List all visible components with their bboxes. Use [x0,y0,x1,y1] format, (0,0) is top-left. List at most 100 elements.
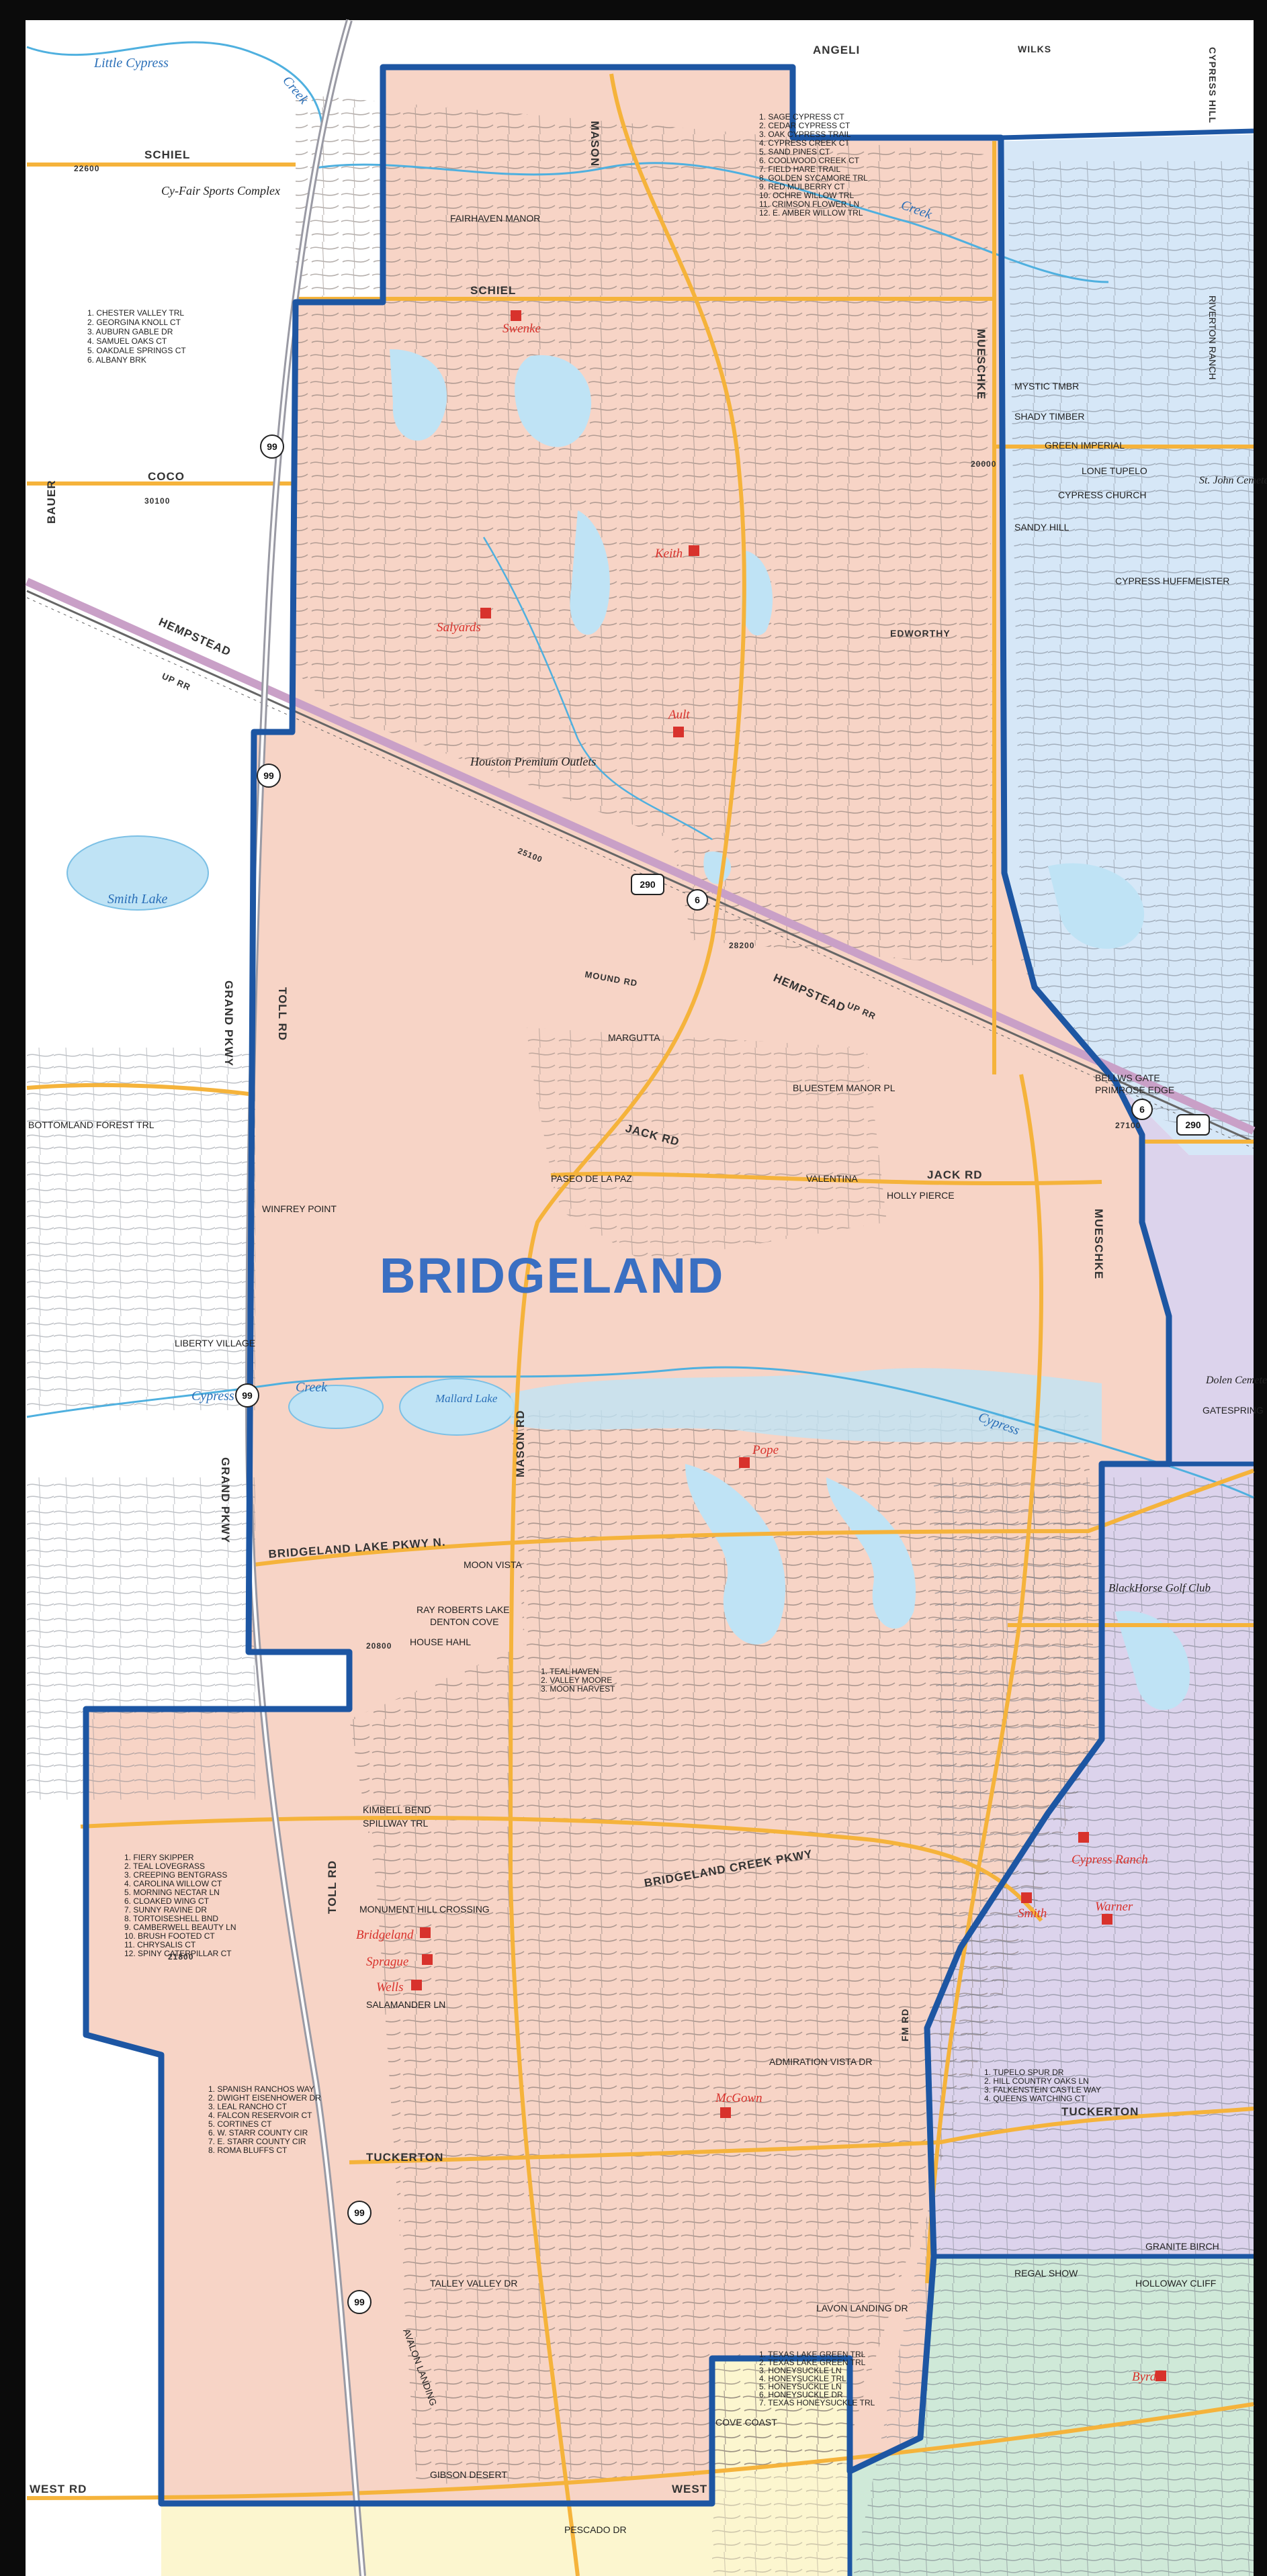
place-spillway: SPILLWAY TRL [363,1818,428,1829]
little-cypress-label: Little Cypress [93,56,169,71]
list-nw: 1. CHESTER VALLEY TRL 2. GEORGINA KNOLL … [87,308,188,365]
mallard-lake [399,1378,515,1436]
place-house-hahl: HOUSE HAHL [410,1637,471,1647]
street-lists: 1. CHESTER VALLEY TRL 2. GEORGINA KNOLL … [87,112,1101,2407]
list-sw: 1. FIERY SKIPPER 2. TEAL LOVEGRASS 3. CR… [124,1853,238,1958]
place-monument: MONUMENT HILL CROSSING [359,1904,490,1915]
east-zone-boundary [1000,128,1254,140]
shield-290-a: 290 [631,874,664,895]
us-290-highway [25,578,1256,1135]
svg-text:McGown: McGown [715,2091,762,2105]
place-gibson: GIBSON DESERT [430,2469,507,2480]
school-sprague: Sprague [366,1954,433,1969]
school-byrd: Byrd [1132,2370,1166,2384]
street-grid-central [524,1027,887,1262]
cypress-creek-label-w: Cypress [191,1389,234,1404]
major-roads [26,73,1254,2576]
place-labels: Cy-Fair Sports Complex Houston Premium O… [28,184,1267,2535]
school-labels: Swenke Keith Salyards Ault Pope Bridgela… [356,310,1166,2384]
route-shields: 99 99 99 99 99 290 290 6 6 [235,434,1210,2314]
place-primrose: PRIMROSE EDGE [1095,1085,1174,1095]
shield-99-a: 99 [260,434,284,459]
road-tuckerton-e: TUCKERTON [1061,2105,1139,2118]
road-mason-s: MASON RD [514,1410,527,1477]
svg-text:99: 99 [354,2297,365,2307]
school-bridgeland-hs: Bridgeland [356,1927,431,1942]
road-wilks: WILKS [1018,44,1051,54]
smith-lake-label: Smith Lake [107,892,168,907]
place-salamander: SALAMANDER LN [366,1999,445,2010]
place-bluestem: BLUESTEM MANOR PL [793,1083,895,1093]
road-cypress-hill: CYPRESS HILL [1207,47,1218,124]
road-grand-pkwy: GRAND PKWY [222,980,235,1066]
place-winfrey: WINFREY POINT [262,1203,337,1214]
st-john-label: St. John Cemetery [1199,475,1267,486]
place-denton: DENTON COVE [430,1616,498,1627]
creek-label-w: Creek [296,1380,328,1395]
road-num-20800: 20800 [366,1641,392,1651]
road-grand-pkwy-s: GRAND PKWY [219,1457,232,1543]
cypress-creek [26,1366,1254,1499]
school-smith: Smith [1018,1892,1047,1921]
list-s: 1. SPANISH RANCHOS WAY 2. DWIGHT EISENHO… [208,2084,323,2155]
shield-99-c: 99 [235,1383,259,1408]
cypress-creek-nw [26,41,324,169]
road-num-27100: 27100 [1115,1121,1141,1130]
road-num-20000: 20000 [971,459,996,469]
place-cypress-huffmeister: CYPRESS HUFFMEISTER [1115,576,1229,586]
place-green-imperial: GREEN IMPERIAL [1045,440,1125,451]
place-admiration: ADMIRATION VISTA DR [769,2056,873,2067]
road-fm-rd: FM RD [900,2009,910,2041]
shield-6-b: 6 [1131,1099,1153,1120]
school-swenke: Swenke [503,310,541,336]
place-mystic: MYSTIC TMBR [1014,381,1079,392]
svg-text:Keith: Keith [654,547,683,561]
svg-text:Cypress Ranch: Cypress Ranch [1072,1853,1148,1867]
lake-mueschke [742,551,773,636]
road-num-21800: 21800 [168,1952,193,1962]
place-holly-pierce: HOLLY PIERCE [887,1190,955,1201]
shield-6-a: 6 [687,889,708,911]
svg-text:Warner: Warner [1095,1900,1133,1914]
school-ault: Ault [667,708,690,737]
map-title: BRIDGELAND [380,1248,724,1303]
place-gatespring: GATESPRING [1203,1405,1264,1416]
place-moon-vista: MOON VISTA [464,1559,523,1570]
road-west-rd: WEST RD [30,2483,87,2495]
place-lone-tupelo: LONE TUPELO [1082,465,1147,476]
svg-text:Pope: Pope [752,1443,779,1457]
list-bottom: 1. TEXAS LAKE GREEN TRL 2. TEXAS LAKE GR… [759,2350,875,2407]
mallard-lake-label: Mallard Lake [435,1392,498,1405]
svg-text:99: 99 [242,1390,253,1401]
place-paseo: PASEO DE LA PAZ [551,1173,632,1184]
svg-text:290: 290 [640,879,656,890]
lake-blackhorse [1115,1610,1190,1710]
school-cypress-ranch: Cypress Ranch [1072,1832,1148,1867]
svg-text:6: 6 [1139,1104,1145,1115]
lake-cypress-e [1048,863,1145,949]
road-schiel-w: SCHIEL [144,148,190,161]
road-angeli: ANGELI [813,44,860,56]
svg-text:6: 6 [695,894,700,905]
road-num-22600: 22600 [74,164,99,173]
svg-text:99: 99 [267,441,277,452]
road-schiel: SCHIEL [470,284,516,297]
svg-text:Ault: Ault [667,708,690,722]
svg-text:99: 99 [354,2207,365,2218]
street-grid-se [853,1477,1254,2576]
place-ray-roberts: RAY ROBERTS LAKE [417,1604,510,1615]
school-mcgown: McGown [715,2091,762,2118]
shield-99-d: 99 [347,2201,372,2225]
shield-99-b: 99 [257,764,281,788]
school-salyards: Salyards [437,608,491,635]
svg-text:Byrd: Byrd [1132,2370,1157,2384]
street-grid-south-yellow [712,2391,850,2576]
school-pope: Pope [739,1443,779,1468]
pond-w [288,1385,384,1429]
road-jack: JACK RD [927,1168,983,1181]
svg-text:Swenke: Swenke [503,322,541,336]
bridgeland-lake-chain [511,1368,1102,1444]
outlets-label: Houston Premium Outlets [470,755,596,768]
place-cypress-church: CYPRESS CHURCH [1058,490,1146,500]
